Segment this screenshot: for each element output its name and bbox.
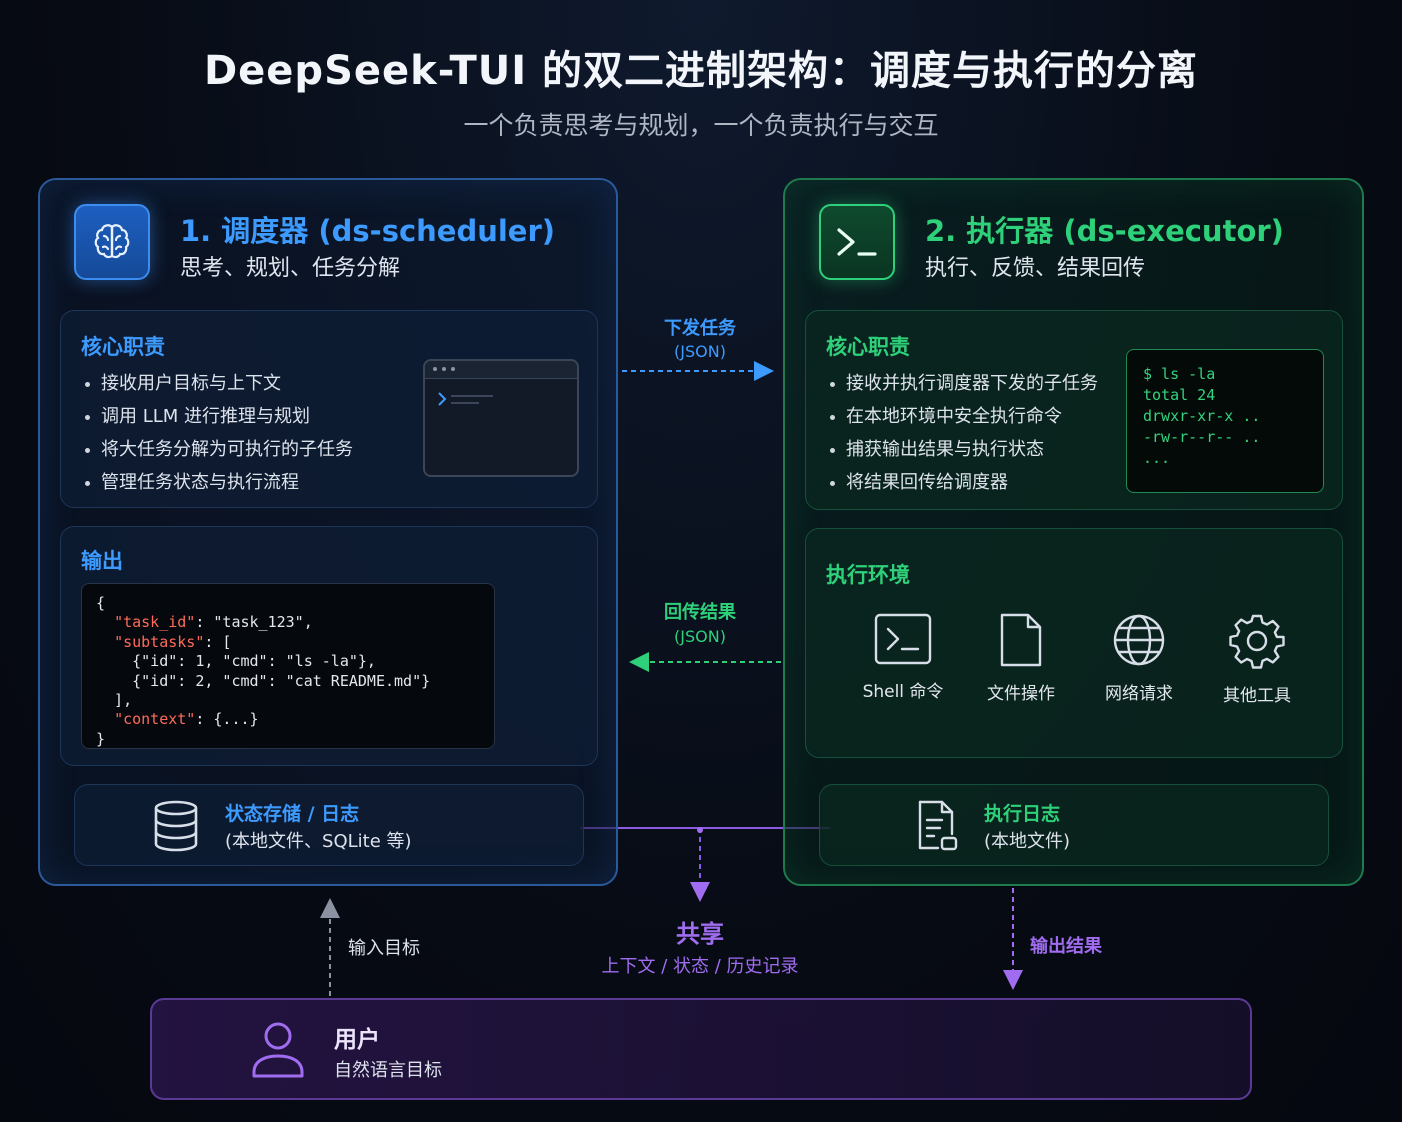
terminal-line: total 24 bbox=[1143, 386, 1216, 404]
state-storage-card: 状态存储 / 日志 (本地文件、SQLite 等) bbox=[74, 784, 584, 866]
return-label: 回传结果 bbox=[664, 602, 736, 623]
scheduler-core-card: 核心职责 接收用户目标与上下文 调用 LLM 进行推理与规划 将大任务分解为可执… bbox=[60, 310, 598, 508]
scheduler-core-title: 核心职责 bbox=[81, 335, 165, 359]
terminal-icon bbox=[819, 204, 895, 280]
list-item: 在本地环境中安全执行命令 bbox=[826, 400, 1098, 433]
shell-icon bbox=[874, 613, 932, 665]
brain-icon bbox=[74, 204, 150, 280]
list-item: 接收用户目标与上下文 bbox=[81, 367, 353, 400]
list-item: 将大任务分解为可执行的子任务 bbox=[81, 433, 353, 466]
executor-subtitle: 执行、反馈、结果回传 bbox=[925, 256, 1146, 281]
user-icon bbox=[252, 1022, 304, 1078]
execution-env-card: 执行环境 Shell 命令 文件操作 网络请求 bbox=[805, 528, 1343, 758]
globe-icon bbox=[1113, 614, 1165, 666]
terminal-line: $ ls -la bbox=[1143, 365, 1216, 383]
output-label: 输出结果 bbox=[1030, 936, 1102, 957]
tool-network: 网络请求 bbox=[1084, 613, 1194, 704]
executor-title: 2. 执行器 (ds-executor) bbox=[925, 214, 1284, 248]
scheduler-panel: 1. 调度器 (ds-scheduler) 思考、规划、任务分解 核心职责 接收… bbox=[38, 178, 618, 886]
return-sub: (JSON) bbox=[674, 627, 726, 646]
list-item: 管理任务状态与执行流程 bbox=[81, 466, 353, 499]
scheduler-output-card: 输出 { "task_id": "task_123", "subtasks": … bbox=[60, 526, 598, 766]
executor-core-title: 核心职责 bbox=[826, 335, 910, 359]
dispatch-sub: (JSON) bbox=[674, 342, 726, 361]
log-file-icon bbox=[918, 800, 958, 851]
execution-log-card: 执行日志 (本地文件) bbox=[819, 784, 1329, 866]
database-icon bbox=[154, 800, 198, 852]
json-output-code: { "task_id": "task_123", "subtasks": [ {… bbox=[81, 583, 495, 749]
tool-shell: Shell 命令 bbox=[848, 613, 958, 702]
tool-file: 文件操作 bbox=[966, 613, 1076, 704]
gear-icon bbox=[1229, 614, 1285, 669]
user-box: 用户 自然语言目标 bbox=[150, 998, 1252, 1100]
shared-sub: 上下文 / 状态 / 历史记录 bbox=[601, 956, 799, 977]
user-subtitle: 自然语言目标 bbox=[334, 1060, 442, 1081]
page-subtitle: 一个负责思考与规划，一个负责执行与交互 bbox=[463, 111, 939, 140]
user-title: 用户 bbox=[334, 1027, 380, 1053]
terminal-window-illustration bbox=[423, 359, 579, 477]
input-label: 输入目标 bbox=[348, 938, 420, 959]
list-item: 捕获输出结果与执行状态 bbox=[826, 433, 1098, 466]
state-storage-title: 状态存储 / 日志 bbox=[225, 803, 360, 825]
scheduler-title: 1. 调度器 (ds-scheduler) bbox=[180, 214, 556, 248]
scheduler-core-list: 接收用户目标与上下文 调用 LLM 进行推理与规划 将大任务分解为可执行的子任务… bbox=[81, 367, 353, 499]
state-storage-subtitle: (本地文件、SQLite 等) bbox=[225, 831, 412, 852]
execution-log-title: 执行日志 bbox=[984, 803, 1061, 825]
executor-panel: 2. 执行器 (ds-executor) 执行、反馈、结果回传 核心职责 接收并… bbox=[783, 178, 1364, 886]
page-title: DeepSeek-TUI 的双二进制架构：调度与执行的分离 bbox=[203, 48, 1199, 94]
terminal-output: $ ls -la total 24 drwxr-xr-x .. -rw-r--r… bbox=[1126, 349, 1324, 493]
executor-core-card: 核心职责 接收并执行调度器下发的子任务 在本地环境中安全执行命令 捕获输出结果与… bbox=[805, 310, 1343, 510]
terminal-line: -rw-r--r-- .. bbox=[1143, 428, 1261, 446]
list-item: 调用 LLM 进行推理与规划 bbox=[81, 400, 353, 433]
scheduler-subtitle: 思考、规划、任务分解 bbox=[180, 256, 401, 281]
dispatch-label: 下发任务 bbox=[664, 318, 736, 339]
executor-core-list: 接收并执行调度器下发的子任务 在本地环境中安全执行命令 捕获输出结果与执行状态 … bbox=[826, 367, 1098, 499]
tool-other: 其他工具 bbox=[1202, 613, 1312, 706]
execution-env-title: 执行环境 bbox=[826, 563, 910, 587]
terminal-line: drwxr-xr-x .. bbox=[1143, 407, 1261, 425]
shared-label: 共享 bbox=[676, 920, 724, 948]
list-item: 将结果回传给调度器 bbox=[826, 466, 1098, 499]
file-icon bbox=[1000, 613, 1042, 667]
scheduler-output-title: 输出 bbox=[81, 549, 123, 573]
list-item: 接收并执行调度器下发的子任务 bbox=[826, 367, 1098, 400]
execution-log-subtitle: (本地文件) bbox=[984, 831, 1071, 852]
terminal-line: ... bbox=[1143, 449, 1171, 467]
